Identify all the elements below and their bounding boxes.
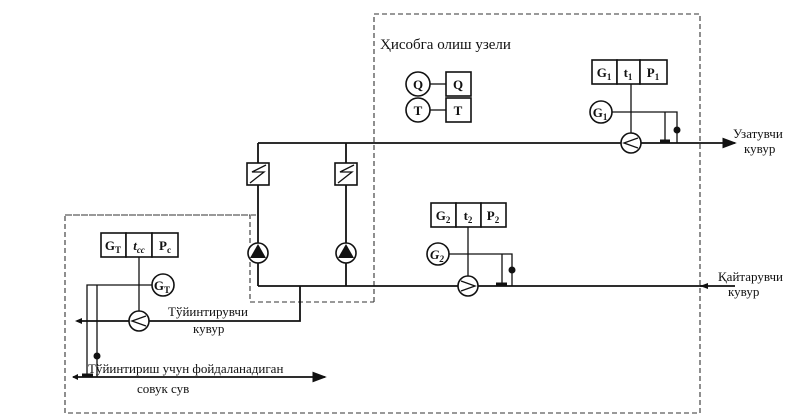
metering-node-boundary <box>64 13 701 414</box>
pump-right <box>335 242 357 264</box>
temperature-meter-t: T T <box>405 97 472 123</box>
q-box-label: Q <box>453 77 463 92</box>
makeup-unit-boundary <box>65 214 374 303</box>
t-box-label: T <box>454 103 463 118</box>
makeup-gt-label: GT <box>105 238 121 255</box>
makeup-flow-meter: GT tcc Pc GT <box>82 232 179 377</box>
supply-t1-label: t1 <box>624 65 633 82</box>
cold-water-label: Тўйинтириш учун фойдаланадиган <box>88 361 283 376</box>
cold-water-pipe <box>72 371 327 383</box>
return-flow-meter: G2 t2 P2 G2 <box>426 202 516 297</box>
supply-pipe <box>257 137 737 163</box>
return-pipe <box>258 283 735 289</box>
supply-g1-label: G1 <box>597 65 612 82</box>
return-pipe-label-2: кувур <box>728 284 759 299</box>
cold-water-label-2: совук сув <box>137 381 189 396</box>
metering-node-title: Ҳисобга олиш узели <box>380 37 511 53</box>
return-g2-circle-label: G2 <box>430 247 444 264</box>
supply-flow-meter: G1 t1 P1 G1 <box>589 59 681 154</box>
t-circle-label: T <box>414 103 423 118</box>
makeup-tcc-label: tcc <box>133 238 145 255</box>
heat-exchanger-right <box>334 162 358 186</box>
makeup-gt-circle-label: GT <box>154 278 170 295</box>
supply-g1-circle-label: G1 <box>593 105 608 122</box>
return-p2-label: P2 <box>487 208 500 225</box>
return-pipe-label: Қайтарувчи <box>718 269 783 284</box>
return-g2-label: G2 <box>436 208 451 225</box>
pump-left <box>247 242 269 264</box>
heat-meter-q: Q Q <box>405 71 472 97</box>
makeup-pipe <box>75 286 301 324</box>
supply-pipe-label-2: кувур <box>744 141 775 156</box>
heat-exchanger-left <box>246 162 270 186</box>
q-circle-label: Q <box>413 77 423 92</box>
makeup-pipe-label-2: кувур <box>193 321 224 336</box>
supply-pipe-label: Узатувчи <box>733 126 783 141</box>
makeup-pipe-label: Тўйинтирувчи <box>168 304 248 319</box>
makeup-pc-label: Pc <box>159 238 171 255</box>
supply-p1-label: P1 <box>647 65 660 82</box>
return-t2-label: t2 <box>464 208 473 225</box>
